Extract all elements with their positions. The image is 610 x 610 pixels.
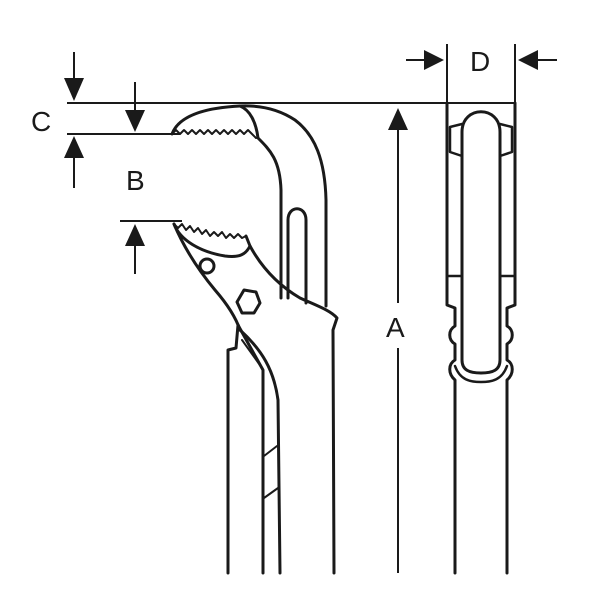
handle-groove (236, 323, 265, 575)
dimension-a: A (386, 108, 408, 573)
side-outer-left (445, 101, 457, 575)
hex-nut-icon (235, 288, 262, 315)
b-bottom-arrow-icon (125, 224, 145, 246)
handle-inner-edge (238, 328, 282, 575)
upper-jaw-teeth (171, 129, 257, 139)
c-top-arrow-icon (64, 78, 84, 101)
d-right-arrow-icon (518, 50, 538, 70)
side-outer-right (505, 101, 517, 575)
dimension-b: B (120, 82, 182, 274)
side-head-left-flange (448, 122, 464, 158)
side-head-right-flange (498, 122, 514, 158)
c-bottom-arrow-icon (64, 136, 84, 158)
label-d: D (470, 46, 490, 77)
label-c: C (31, 106, 51, 137)
b-top-arrow-icon (125, 110, 145, 132)
a-top-arrow-icon (388, 108, 408, 130)
dimension-d: D (406, 44, 557, 108)
wrench-side-view (445, 101, 517, 575)
side-head-arch (460, 110, 502, 375)
handle-detail-lines (241, 339, 279, 499)
lower-jaw-outline (172, 222, 242, 332)
upper-jaw-outline (170, 104, 328, 308)
upper-jaw-inner (238, 104, 283, 300)
label-b: B (126, 165, 145, 196)
lower-jaw-body (172, 222, 252, 258)
dimension-c: C (31, 52, 515, 188)
lower-jaw-teeth (173, 223, 247, 239)
d-left-arrow-icon (424, 50, 444, 70)
rivet-small-icon (198, 257, 216, 275)
handle-left-edge (226, 323, 240, 575)
wrench-front-view (170, 104, 339, 575)
lower-jaw-right-edge (248, 244, 339, 575)
shank-slot (286, 207, 308, 305)
side-lower-u (453, 364, 509, 384)
label-a: A (386, 312, 405, 343)
